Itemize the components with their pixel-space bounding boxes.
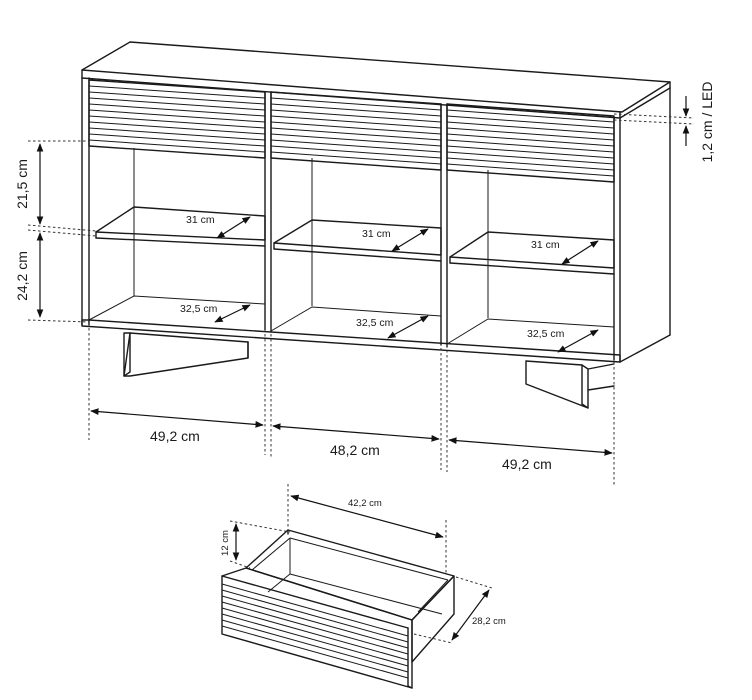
drawer-front [221,567,413,689]
sideboard-bottom [81,319,621,363]
label-drawer-width: 42,2 cm [348,498,382,509]
leg-right [525,360,615,409]
label-base-depth-right: 32,5 cm [527,328,565,340]
label-led-height: 1,2 cm / LED [699,82,715,163]
label-drawer-depth: 28,2 cm [472,616,506,627]
label-drawer-height: 12 cm [220,530,231,556]
drawer-dimension-lines [229,484,493,644]
drawer [221,529,455,689]
label-base-depth-left: 32,5 cm [180,303,218,315]
drawer-front-left [88,79,266,159]
shelf-right [449,231,615,275]
label-width-middle: 48,2 cm [330,442,380,458]
leg-left [123,332,249,377]
sideboard-top [81,41,671,113]
drawer-front-right [446,103,615,183]
label-width-left: 49,2 cm [150,428,200,444]
shelf-middle [273,219,442,262]
shelf-left [95,206,266,247]
drawer-front-middle [270,91,442,171]
label-shelf-depth-left: 31 cm [186,214,215,226]
dimension-labels: 21,5 cm 24,2 cm 1,2 cm / LED 31 cm 31 cm… [14,82,715,627]
label-height-lower: 24,2 cm [14,251,30,301]
dimension-lines [27,96,695,485]
label-width-right: 49,2 cm [502,456,552,472]
label-shelf-depth-middle: 31 cm [362,228,391,240]
label-shelf-depth-right: 31 cm [531,239,560,251]
label-base-depth-middle: 32,5 cm [356,317,394,329]
sideboard [81,41,671,409]
label-height-upper: 21,5 cm [14,159,30,209]
